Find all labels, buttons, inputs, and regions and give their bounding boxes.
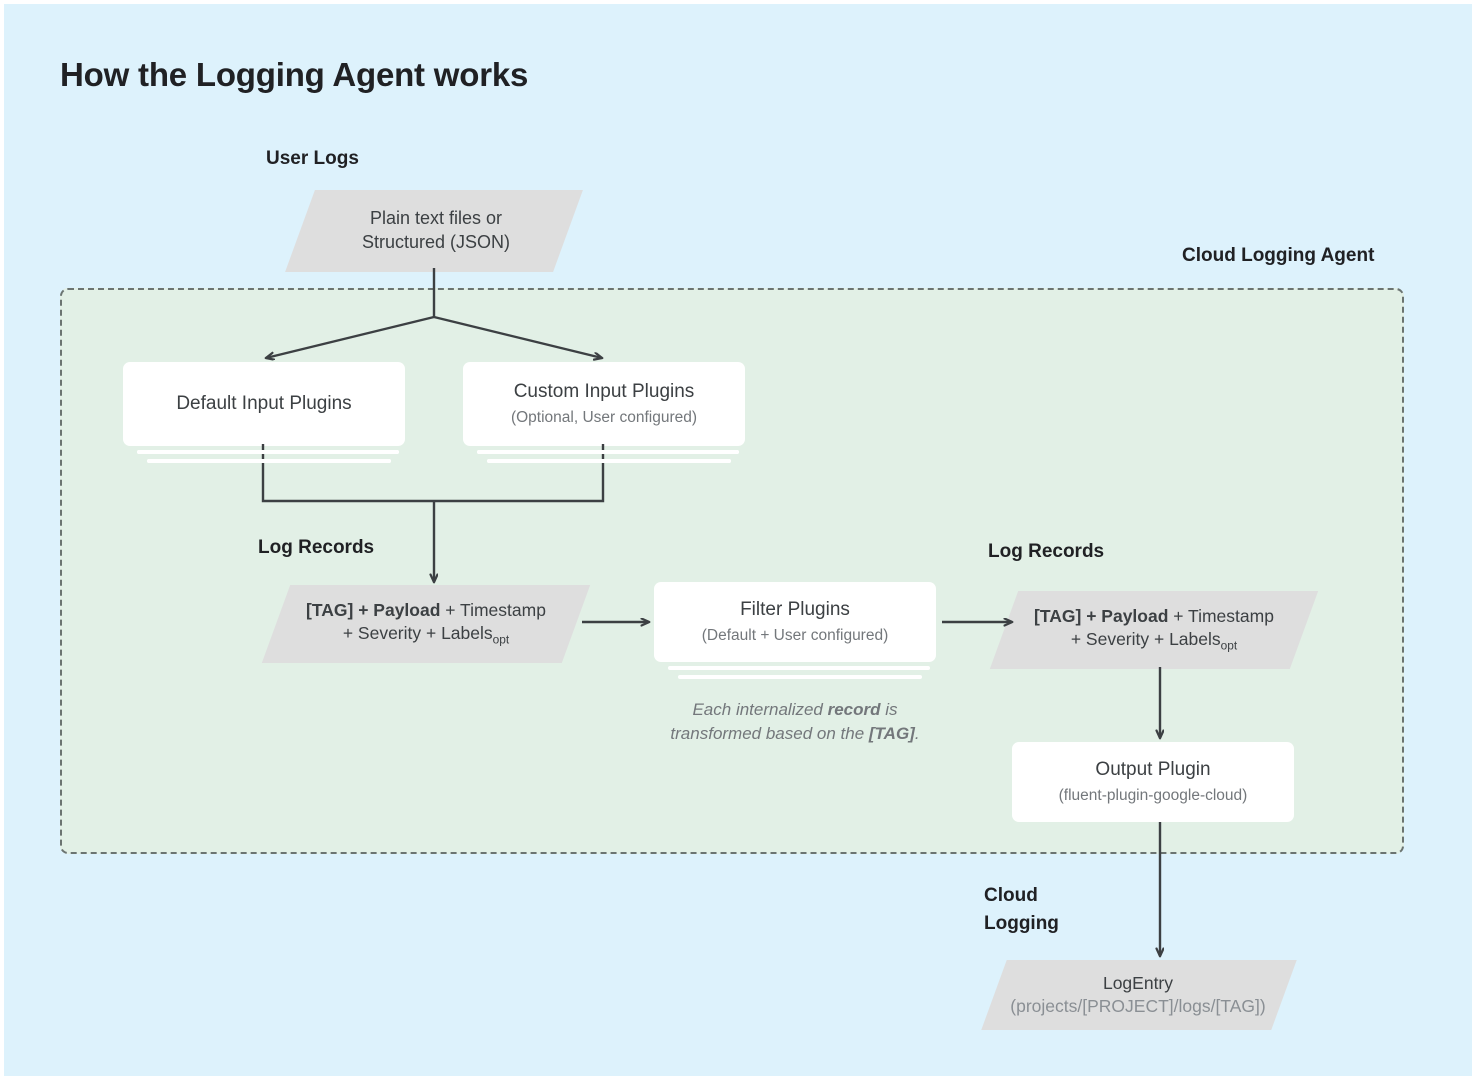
log-record-left-line2-text: + Severity + Labels (342, 623, 493, 644)
log-record-left-subscript: opt (492, 632, 510, 647)
log-record-right-rest: + Timestamp (1168, 606, 1274, 627)
log-entry-text: LogEntry (projects/[PROJECT]/logs/[TAG]) (982, 960, 1294, 1030)
default-input-plugins-card[interactable]: Default Input Plugins (123, 362, 405, 446)
log-record-left-bold: [TAG] + Payload (306, 600, 441, 621)
default-input-plugins-stack-bar-1-overlay (137, 450, 399, 454)
log-record-left-rest: + Timestamp (440, 600, 546, 621)
annotation-bold-record: record (827, 700, 881, 719)
log-record-left-line-2: + Severity + Labelsopt (343, 622, 509, 648)
log-record-right-bold: [TAG] + Payload (1034, 606, 1169, 627)
annotation-part-3: transformed based on the (670, 723, 869, 743)
diagram-stage: How the Logging Agent works Cloud Loggin… (4, 4, 1472, 1076)
log-record-right-text: [TAG] + Payload + Timestamp + Severity +… (996, 591, 1312, 669)
user-logs-text: Plain text files or Structured (JSON) (296, 190, 576, 272)
filter-plugins-card[interactable]: Filter Plugins (Default + User configure… (654, 582, 936, 662)
custom-input-plugins-stack-bar-2-overlay (487, 459, 731, 463)
custom-input-plugins-title: Custom Input Plugins (513, 381, 695, 403)
filter-plugins-subtitle: (Default + User configured) (701, 626, 889, 644)
annotation-part-1: Each internalized (692, 700, 828, 719)
custom-input-plugins-subtitle: (Optional, User configured) (510, 408, 698, 426)
custom-input-plugins-stack-bar-1-overlay (477, 450, 739, 454)
label-cloud-logging: Cloud Logging (984, 885, 1059, 934)
log-record-left-text: [TAG] + Payload + Timestamp + Severity +… (268, 585, 584, 663)
transform-annotation: Each internalized record is transformed … (634, 698, 956, 746)
filter-plugins-title: Filter Plugins (740, 599, 850, 621)
filter-plugins-stack-bar-2 (678, 675, 922, 679)
default-input-plugins-title: Default Input Plugins (176, 392, 352, 414)
log-record-left-line-1: [TAG] + Payload + Timestamp (306, 599, 546, 622)
label-user-logs: User Logs (266, 148, 359, 169)
log-record-right-line-2: + Severity + Labelsopt (1071, 628, 1237, 654)
label-log-records-left: Log Records (258, 537, 375, 558)
annotation-part-4: . (914, 723, 920, 743)
log-entry-line-1: LogEntry (1102, 972, 1174, 993)
log-record-right-subscript: opt (1220, 638, 1238, 653)
log-record-right-line-1: [TAG] + Payload + Timestamp (1034, 605, 1274, 628)
annotation-part-2: is (880, 700, 898, 719)
user-logs-line-2: Structured (JSON) (361, 232, 511, 252)
user-logs-line-1: Plain text files or (369, 208, 503, 229)
output-plugin-subtitle: (fluent-plugin-google-cloud) (1058, 786, 1248, 804)
custom-input-plugins-card[interactable]: Custom Input Plugins (Optional, User con… (463, 362, 745, 446)
annotation-bold-tag: [TAG] (868, 723, 915, 743)
output-plugin-card[interactable]: Output Plugin (fluent-plugin-google-clou… (1012, 742, 1294, 822)
log-entry-line-2: (projects/[PROJECT]/logs/[TAG]) (1010, 996, 1266, 1016)
log-record-right-line2-text: + Severity + Labels (1070, 629, 1221, 650)
page-title: How the Logging Agent works (60, 56, 529, 93)
label-cloud-logging-agent: Cloud Logging Agent (1182, 245, 1375, 266)
filter-plugins-stack-bar-1 (668, 666, 930, 670)
output-plugin-title: Output Plugin (1095, 759, 1211, 781)
default-input-plugins-stack-bar-2-overlay (147, 459, 391, 463)
label-log-records-right: Log Records (988, 541, 1105, 562)
